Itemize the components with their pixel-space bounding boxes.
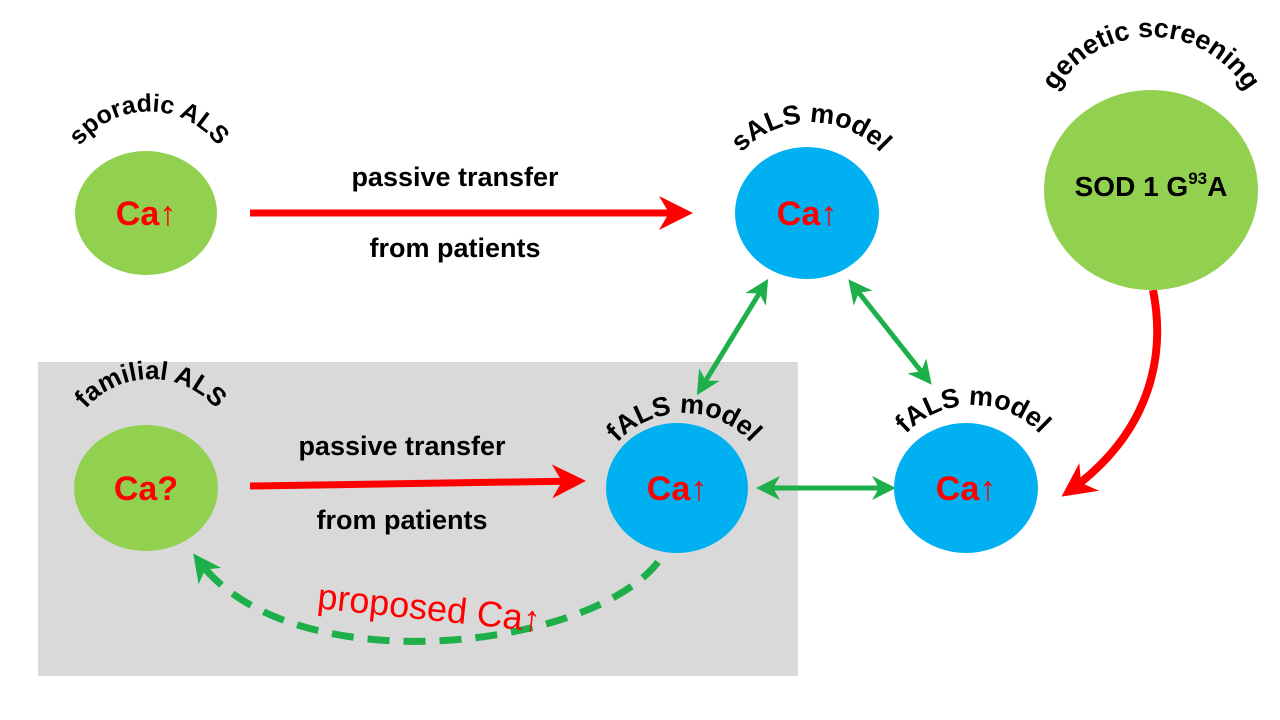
fals-model-left-content: Ca↑ [647,470,707,508]
genetic-screening-label-path: genetic screening [1036,13,1267,95]
sals-model-content: Ca↑ [777,195,837,233]
familial-als-node [74,425,218,551]
genetic-screening-label: genetic screening [1036,13,1267,95]
familial-als-content: Ca? [114,470,178,508]
sporadic-als-label-path: sporadic ALS [63,89,235,150]
proposed-arrow [193,553,661,645]
sals-fals-left-link [696,278,769,396]
sporadic-als-content: Ca↑ [116,195,176,233]
genetic-screening-node [1044,90,1258,290]
top-transfer-line1: passive transfer [351,162,559,192]
fals-model-right-content: Ca↑ [936,470,996,508]
sporadic-als-node [75,151,217,275]
genetic-content-sup: 93 [1188,169,1207,188]
sporadic-als-label: sporadic ALS [63,89,235,150]
genetic-to-fals-arrow [1061,289,1162,497]
sals-model-node [735,147,879,279]
genetic-content-tail: A [1207,171,1227,202]
genetic-content-main: SOD 1 G [1075,171,1189,202]
fals-model-left-node [606,423,748,553]
sals-fals-right-link [848,279,932,385]
bottom-transfer-arrow [249,464,586,499]
fals-model-right-node [894,423,1038,553]
bottom-transfer-line1: passive transfer [298,431,506,461]
genetic-screening-content: SOD 1 G93A [1075,169,1228,202]
bottom-transfer-line2: from patients [316,505,487,535]
top-transfer-line2: from patients [369,233,540,263]
